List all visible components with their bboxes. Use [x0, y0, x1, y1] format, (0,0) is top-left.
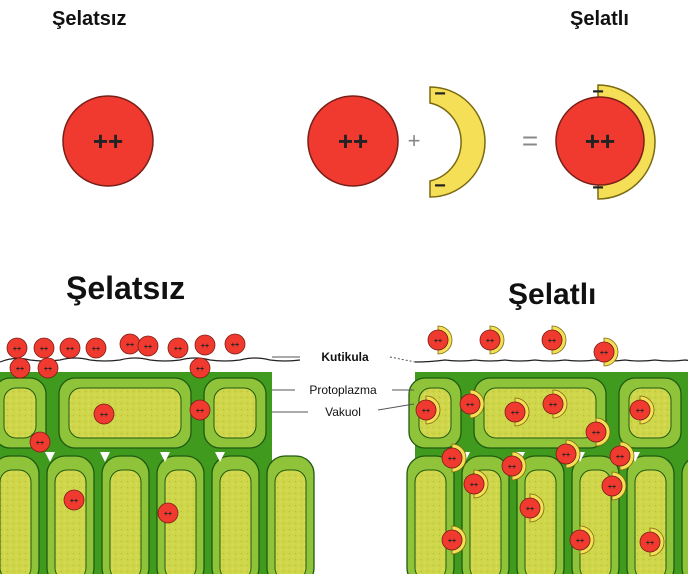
cell-vacuole	[55, 470, 86, 574]
free-ion: ++	[64, 490, 84, 510]
cell-vacuole	[4, 388, 36, 438]
ion-charge-label: ++	[600, 350, 608, 357]
free-ion: ++	[38, 358, 58, 378]
chelator-charge-top: −	[434, 83, 446, 105]
ion-charge-label: ++	[16, 366, 24, 373]
cuticle-line	[415, 360, 688, 362]
ion-charge-label: ++	[201, 343, 209, 350]
ion-charge-label: ++	[608, 484, 616, 491]
cell-vacuole	[0, 470, 31, 574]
ion-charge-label: ++	[434, 338, 442, 345]
cell-vacuole	[220, 470, 251, 574]
ion-charge-label: ++	[126, 342, 134, 349]
cell-vacuole	[484, 388, 596, 438]
ion-charge-label: ++	[646, 540, 654, 547]
palisade-cell	[682, 456, 688, 574]
ion-charge-label: ++	[616, 454, 624, 461]
equals-sign: =	[522, 125, 538, 156]
ion-charge-label: ++	[526, 506, 534, 513]
ion-charge-label: ++	[93, 126, 123, 156]
protoplasm-label: Protoplazma	[309, 383, 377, 397]
free-ion: ++	[168, 338, 188, 358]
ion-charge-label: ++	[422, 408, 430, 415]
cell-vacuole	[214, 388, 256, 438]
ion-charge-label: ++	[92, 346, 100, 353]
ion-before-chelation: ++	[308, 96, 398, 186]
ion-charge-label: ++	[13, 346, 21, 353]
cuticle-label: Kutikula	[321, 350, 369, 364]
ion-charge-label: ++	[466, 402, 474, 409]
ion-charge-label: ++	[196, 366, 204, 373]
ion-charge-label: ++	[196, 408, 204, 415]
ion-charge-label: ++	[448, 538, 456, 545]
free-ion: ++	[138, 336, 158, 356]
ion-charge-label: ++	[562, 452, 570, 459]
ion-charge-label: ++	[511, 410, 519, 417]
chelator-charge-bottom: −	[592, 177, 604, 199]
free-ion: ++	[60, 338, 80, 358]
ion-charge-label: ++	[585, 126, 615, 156]
ion-charge-label: ++	[36, 440, 44, 447]
cell-vacuole	[110, 470, 141, 574]
ion-charge-label: ++	[636, 408, 644, 415]
ion-charge-label: ++	[549, 402, 557, 409]
ion-charge-label: ++	[164, 511, 172, 518]
ion-charge-label: ++	[70, 498, 78, 505]
chelated-ion: ++	[428, 326, 452, 354]
ion-charge-label: ++	[40, 346, 48, 353]
free-ion: ++	[120, 334, 140, 354]
free-ion: ++	[225, 334, 245, 354]
free-ion: ++	[10, 358, 30, 378]
ion-charge-label: ++	[592, 430, 600, 437]
free-ion: ++	[30, 432, 50, 452]
ion-charge-label: ++	[486, 338, 494, 345]
ion-charge-label: ++	[338, 126, 368, 156]
chelator-charge-bottom: −	[434, 175, 446, 197]
ion-unchelated: ++	[63, 96, 153, 186]
cuticle-leader-right	[390, 357, 415, 362]
free-ion: ++	[94, 404, 114, 424]
ion-charge-label: ++	[448, 456, 456, 463]
free-ion: ++	[86, 338, 106, 358]
chelated-ion: ++	[542, 326, 566, 354]
ion-charge-label: ++	[144, 344, 152, 351]
ion-charge-label: ++	[44, 366, 52, 373]
leaf-tissue-unchelated	[0, 358, 314, 574]
chelator-charge-top: −	[592, 81, 604, 103]
free-ion: ++	[190, 400, 210, 420]
free-ion: ++	[34, 338, 54, 358]
ion-charge-label: ++	[66, 346, 74, 353]
ion-charge-label: ++	[100, 412, 108, 419]
ion-charge-label: ++	[470, 482, 478, 489]
chelated-ion: ++	[594, 338, 618, 366]
free-ion: ++	[190, 358, 210, 378]
free-ion: ++	[158, 503, 178, 523]
ion-charge-label: ++	[174, 346, 182, 353]
cell-vacuole	[275, 470, 306, 574]
ion-charge-label: ++	[576, 538, 584, 545]
vacuole-label: Vakuol	[325, 405, 361, 419]
chelated-complex: ++ − −	[556, 81, 655, 199]
plus-sign: +	[408, 128, 421, 153]
chelated-ion: ++	[480, 326, 504, 354]
cell-vacuole	[69, 388, 181, 438]
cell-vacuole	[415, 470, 446, 574]
ion-charge-label: ++	[231, 342, 239, 349]
chelator-molecule: − −	[430, 83, 485, 197]
ion-charge-label: ++	[548, 338, 556, 345]
free-ion: ++	[195, 335, 215, 355]
ion-charge-label: ++	[508, 464, 516, 471]
cell-vacuole	[635, 470, 666, 574]
free-ion: ++	[7, 338, 27, 358]
